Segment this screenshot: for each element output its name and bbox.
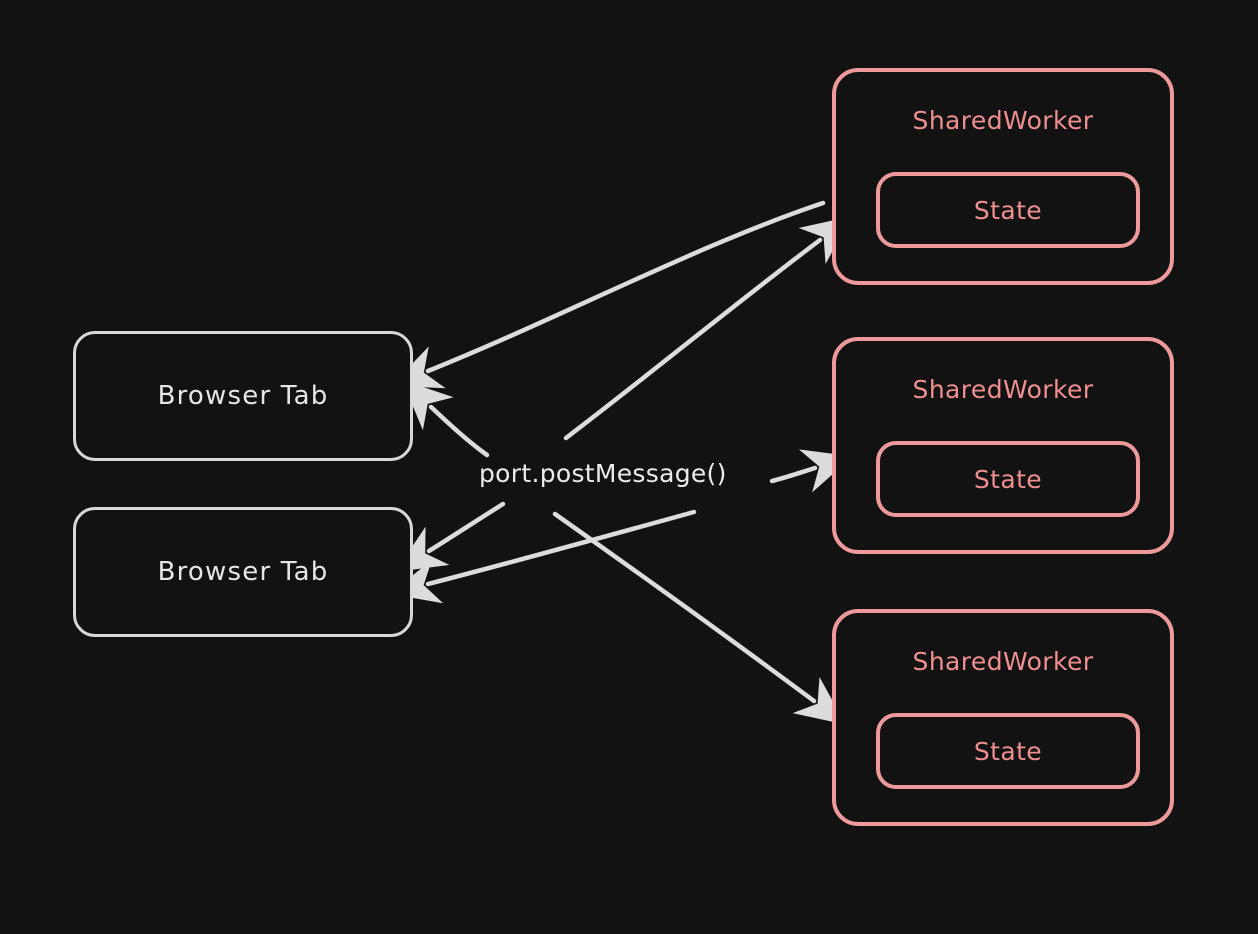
port-post-message-label: port.postMessage(): [479, 459, 727, 488]
edge-label-to-worker2: [769, 449, 853, 493]
shared-worker-3-state-box[interactable]: State: [876, 713, 1140, 789]
edge-label-to-worker3: [552, 511, 846, 725]
shared-worker-2-state-box[interactable]: State: [876, 441, 1140, 517]
edge-worker-to-tab2-long: [389, 509, 697, 604]
shared-worker-2-state-label: State: [973, 464, 1043, 494]
edge-label-to-tab1: [402, 379, 490, 458]
browser-tab-2[interactable]: Browser Tab: [73, 507, 413, 637]
edge-worker1-to-tab1: [391, 200, 826, 389]
shared-worker-1-state-box[interactable]: State: [876, 172, 1140, 248]
shared-worker-1-title: SharedWorker: [912, 106, 1094, 135]
browser-tab-1-label: Browser Tab: [157, 381, 329, 411]
edge-label-to-tab2-short: [395, 501, 506, 572]
shared-worker-1[interactable]: SharedWorker State: [832, 68, 1174, 285]
shared-worker-2-title: SharedWorker: [912, 375, 1094, 404]
shared-worker-3[interactable]: SharedWorker State: [832, 609, 1174, 826]
shared-worker-3-title: SharedWorker: [912, 647, 1094, 676]
browser-tab-1[interactable]: Browser Tab: [73, 331, 413, 461]
shared-worker-2[interactable]: SharedWorker State: [832, 337, 1174, 554]
browser-tab-2-label: Browser Tab: [157, 557, 329, 587]
edge-label-to-worker1: [563, 216, 852, 441]
shared-worker-1-state-label: State: [973, 195, 1043, 225]
shared-worker-3-state-label: State: [973, 736, 1043, 766]
